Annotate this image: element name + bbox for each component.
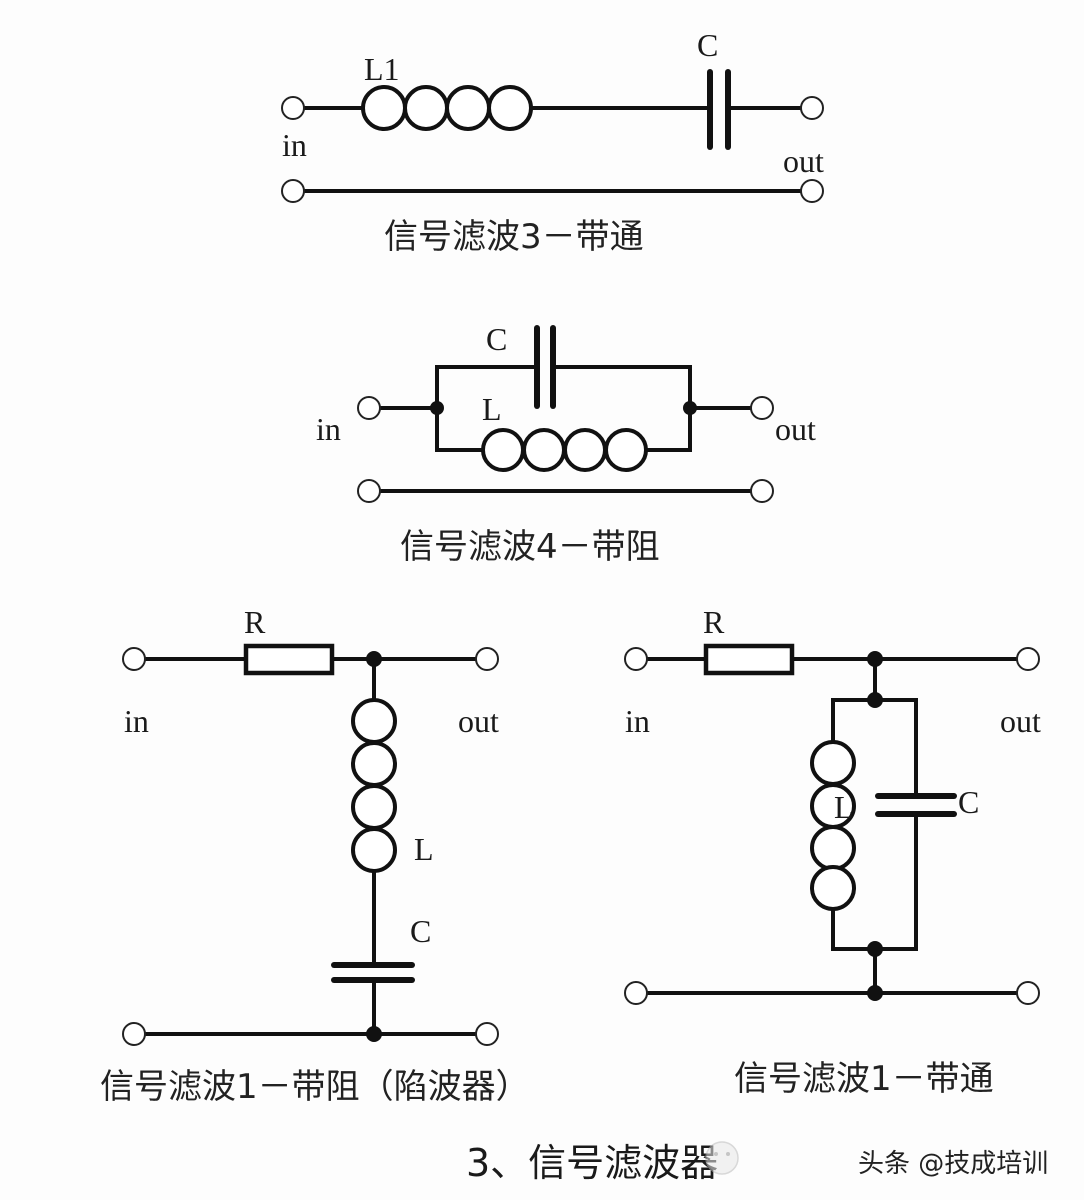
figure-title: 3、信号滤波器 (466, 1141, 718, 1185)
inductor-l (481, 428, 648, 472)
input-ground-terminal (281, 179, 305, 203)
input-terminal (357, 396, 381, 420)
in-label: in (316, 411, 341, 447)
watermark-text: 头条 @技成培训 (858, 1149, 1048, 1179)
inductor-l (351, 698, 397, 873)
output-terminal (475, 647, 499, 671)
resistor-label: R (703, 604, 725, 640)
capacitor-c (875, 793, 957, 817)
input-terminal (122, 647, 146, 671)
capacitor-label: C (410, 913, 431, 949)
inductor-label: L (414, 831, 434, 867)
junction-node (683, 401, 697, 415)
circuit-filter4: C L in out 信号滤波4－带阻 (316, 321, 816, 567)
output-terminal (800, 96, 824, 120)
wire (435, 406, 485, 452)
input-ground-terminal (122, 1022, 146, 1046)
circuit-filter1-bandpass: R L C in out 信号滤波1－带通 (624, 604, 1041, 1099)
junction-node (867, 941, 883, 957)
junction-node (430, 401, 444, 415)
inductor-label: L (482, 391, 502, 427)
inductor-l (810, 740, 856, 911)
junction-node (867, 985, 883, 1001)
wire (553, 365, 692, 410)
output-terminal (750, 396, 774, 420)
circuit-caption: 信号滤波4－带阻 (400, 527, 660, 567)
output-ground-terminal (475, 1022, 499, 1046)
capacitor-label: C (958, 784, 979, 820)
capacitor-label: C (486, 321, 507, 357)
inductor-label: L (834, 789, 854, 825)
junction-node (867, 651, 883, 667)
junction-node (366, 1026, 382, 1042)
output-ground-terminal (750, 479, 774, 503)
out-label: out (775, 411, 816, 447)
capacitor-c (707, 69, 731, 150)
resistor-label: R (244, 604, 266, 640)
out-label: out (458, 703, 499, 739)
input-terminal (624, 647, 648, 671)
out-label: out (783, 143, 824, 179)
circuit-filter1-notch: R L C in out 信号滤波1－带阻（陷波器） (100, 604, 530, 1107)
capacitor-c (331, 962, 415, 983)
circuit-caption: 信号滤波3－带通 (384, 217, 644, 257)
resistor-r (243, 643, 335, 676)
inductor-l1 (361, 85, 533, 131)
wire (435, 365, 539, 410)
input-ground-terminal (357, 479, 381, 503)
output-terminal (1016, 647, 1040, 671)
circuit-caption: 信号滤波1－带阻（陷波器） (100, 1067, 530, 1107)
watermark-emoji-icon (705, 1141, 739, 1175)
wire (644, 406, 692, 452)
output-ground-terminal (1016, 981, 1040, 1005)
capacitor-label: C (697, 27, 718, 63)
circuit-caption: 信号滤波1－带通 (734, 1059, 994, 1099)
output-ground-terminal (800, 179, 824, 203)
resistor-r (703, 643, 795, 676)
in-label: in (282, 127, 307, 163)
junction-node (867, 692, 883, 708)
out-label: out (1000, 703, 1041, 739)
circuit-filter3: L1 C in out 信号滤波3－带通 (281, 27, 824, 257)
input-ground-terminal (624, 981, 648, 1005)
in-label: in (124, 703, 149, 739)
inductor-label: L1 (364, 51, 400, 87)
junction-node (366, 651, 382, 667)
capacitor-c (534, 325, 556, 409)
input-terminal (281, 96, 305, 120)
in-label: in (625, 703, 650, 739)
